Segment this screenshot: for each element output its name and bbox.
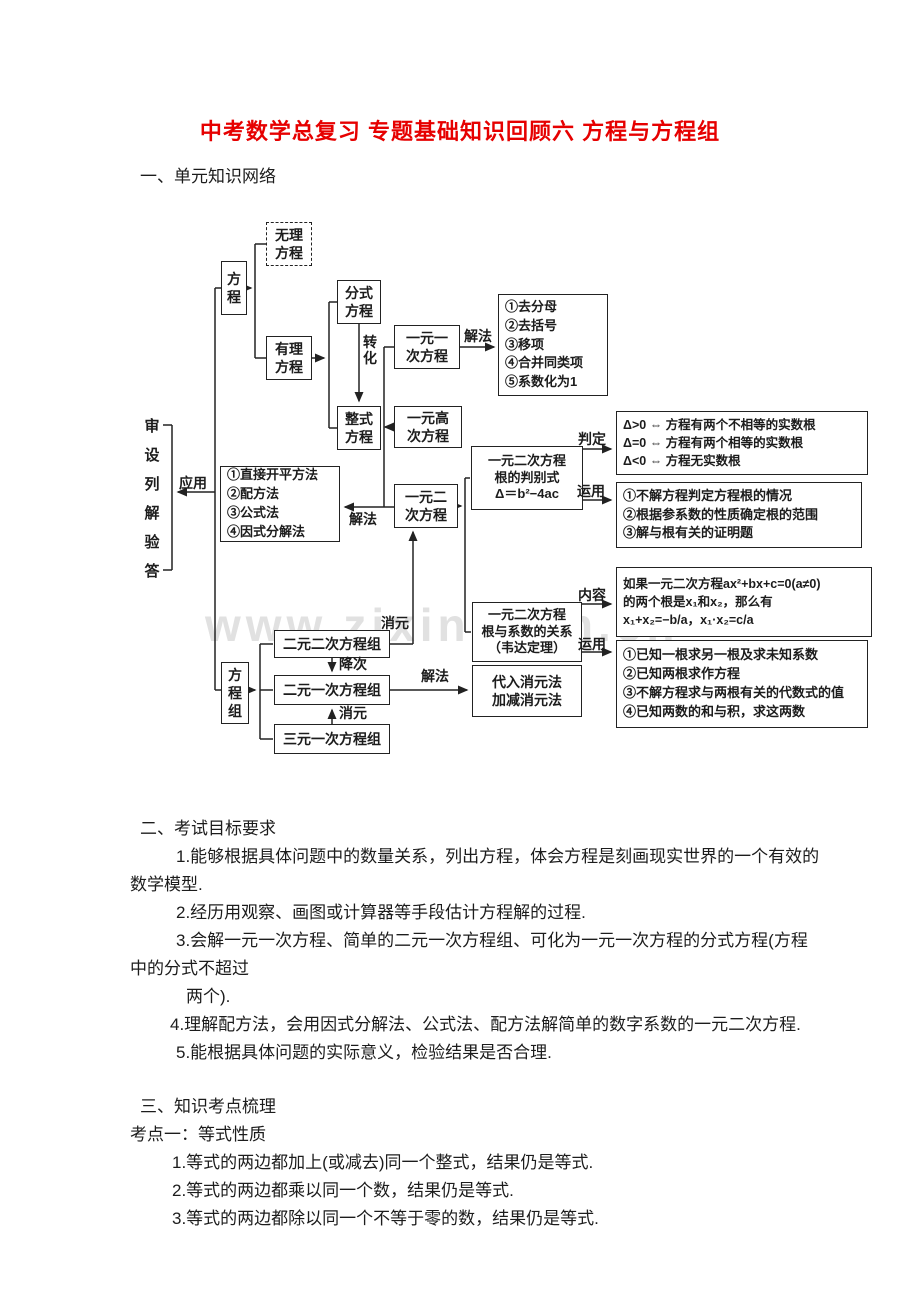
box-system-3v1d: 三元一次方程组 xyxy=(274,724,390,754)
section1-heading: 一、单元知识网络 xyxy=(140,167,276,186)
label-use-discriminant: 运用 xyxy=(577,483,605,499)
box-discriminant: 一元二次方程 根的判别式 Δ＝b²−4ac xyxy=(471,446,583,510)
text-line: 2.等式的两边都乘以同一个数，结果仍是等式. xyxy=(172,1181,514,1200)
label-judge: 判定 xyxy=(578,431,606,447)
box-irrational-equation: 无理 方程 xyxy=(266,222,312,266)
box-system-2v2d: 二元二次方程组 xyxy=(274,630,390,658)
label-solve-quadratic: 解法 xyxy=(349,511,377,527)
box-vieta-theorem: 一元二次方程 根与系数的关系 （韦达定理） xyxy=(472,602,582,662)
page-title: 中考数学总复习 专题基础知识回顾六 方程与方程组 xyxy=(199,119,721,144)
box-discriminant-cases: Δ>0 ⇔ 方程有两个不相等的实数根 Δ=0 ⇔ 方程有两个相等的实数根 Δ<0… xyxy=(616,411,868,475)
box-equation-system: 方 程 组 xyxy=(221,662,249,724)
text-line: 5.能根据具体问题的实际意义，检验结果是否合理. xyxy=(176,1043,552,1062)
section2-heading: 二、考试目标要求 xyxy=(140,819,276,838)
box-linear-equation: 一元一 次方程 xyxy=(394,325,460,369)
text-line: 考点一：等式性质 xyxy=(130,1125,266,1144)
box-vieta-content: 如果一元二次方程ax²+bx+c=0(a≠0) 的两个根是x₁和x₂，那么有 x… xyxy=(616,567,872,637)
box-system-2v1d: 二元一次方程组 xyxy=(274,675,390,705)
text-line: 中的分式不超过 xyxy=(130,959,249,978)
label-eliminate-bottom: 消元 xyxy=(339,705,367,721)
label-solve-system: 解法 xyxy=(421,668,449,684)
label-transform: 转 化 xyxy=(363,334,377,367)
label-solution-steps: 审 设 列 解 验 答 xyxy=(144,418,160,580)
label-apply: 应用 xyxy=(179,475,207,491)
box-quadratic-methods: ①直接开平方法 ②配方法 ③公式法 ④因式分解法 xyxy=(220,466,340,542)
section3-heading: 三、知识考点梳理 xyxy=(140,1097,276,1116)
label-reduce-degree: 降次 xyxy=(339,656,367,672)
label-content: 内容 xyxy=(578,587,606,603)
text-line: 3.等式的两边都除以同一个不等于零的数，结果仍是等式. xyxy=(172,1209,599,1228)
label-use-vieta: 运用 xyxy=(578,636,606,652)
box-discriminant-uses: ①不解方程判定方程根的情况 ②根据参系数的性质确定根的范围 ③解与根有关的证明题 xyxy=(616,482,862,548)
text-line: 数学模型. xyxy=(130,875,203,894)
text-line: 1.能够根据具体问题中的数量关系，列出方程，体会方程是刻画现实世界的一个有效的 xyxy=(176,847,820,866)
text-line: 4.理解配方法，会用因式分解法、公式法、配方法解简单的数字系数的一元二次方程. xyxy=(170,1015,801,1034)
box-vieta-uses: ①已知一根求另一根及求未知系数 ②已知两根求作方程 ③不解方程求与两根有关的代数… xyxy=(616,640,868,728)
label-solve-linear: 解法 xyxy=(464,328,492,344)
box-equation: 方 程 xyxy=(221,261,247,315)
box-integral-equation: 整式 方程 xyxy=(337,406,381,450)
box-fractional-equation: 分式 方程 xyxy=(337,280,381,324)
box-elimination-methods: 代入消元法 加减消元法 xyxy=(472,665,582,717)
text-line: 2.经历用观察、画图或计算器等手段估计方程解的过程. xyxy=(176,903,586,922)
label-eliminate-top: 消元 xyxy=(381,615,409,631)
box-higher-degree-equation: 一元高 次方程 xyxy=(394,406,462,448)
box-quadratic-equation: 一元二 次方程 xyxy=(394,484,458,528)
box-linear-solve-steps: ①去分母 ②去括号 ③移项 ④合并同类项 ⑤系数化为1 xyxy=(498,294,608,396)
text-line: 1.等式的两边都加上(或减去)同一个整式，结果仍是等式. xyxy=(172,1153,594,1172)
text-line: 3.会解一元一次方程、简单的二元一次方程组、可化为一元一次方程的分式方程(方程 xyxy=(176,931,808,950)
text-line: 两个). xyxy=(186,987,231,1006)
box-rational-equation: 有理 方程 xyxy=(266,336,312,380)
